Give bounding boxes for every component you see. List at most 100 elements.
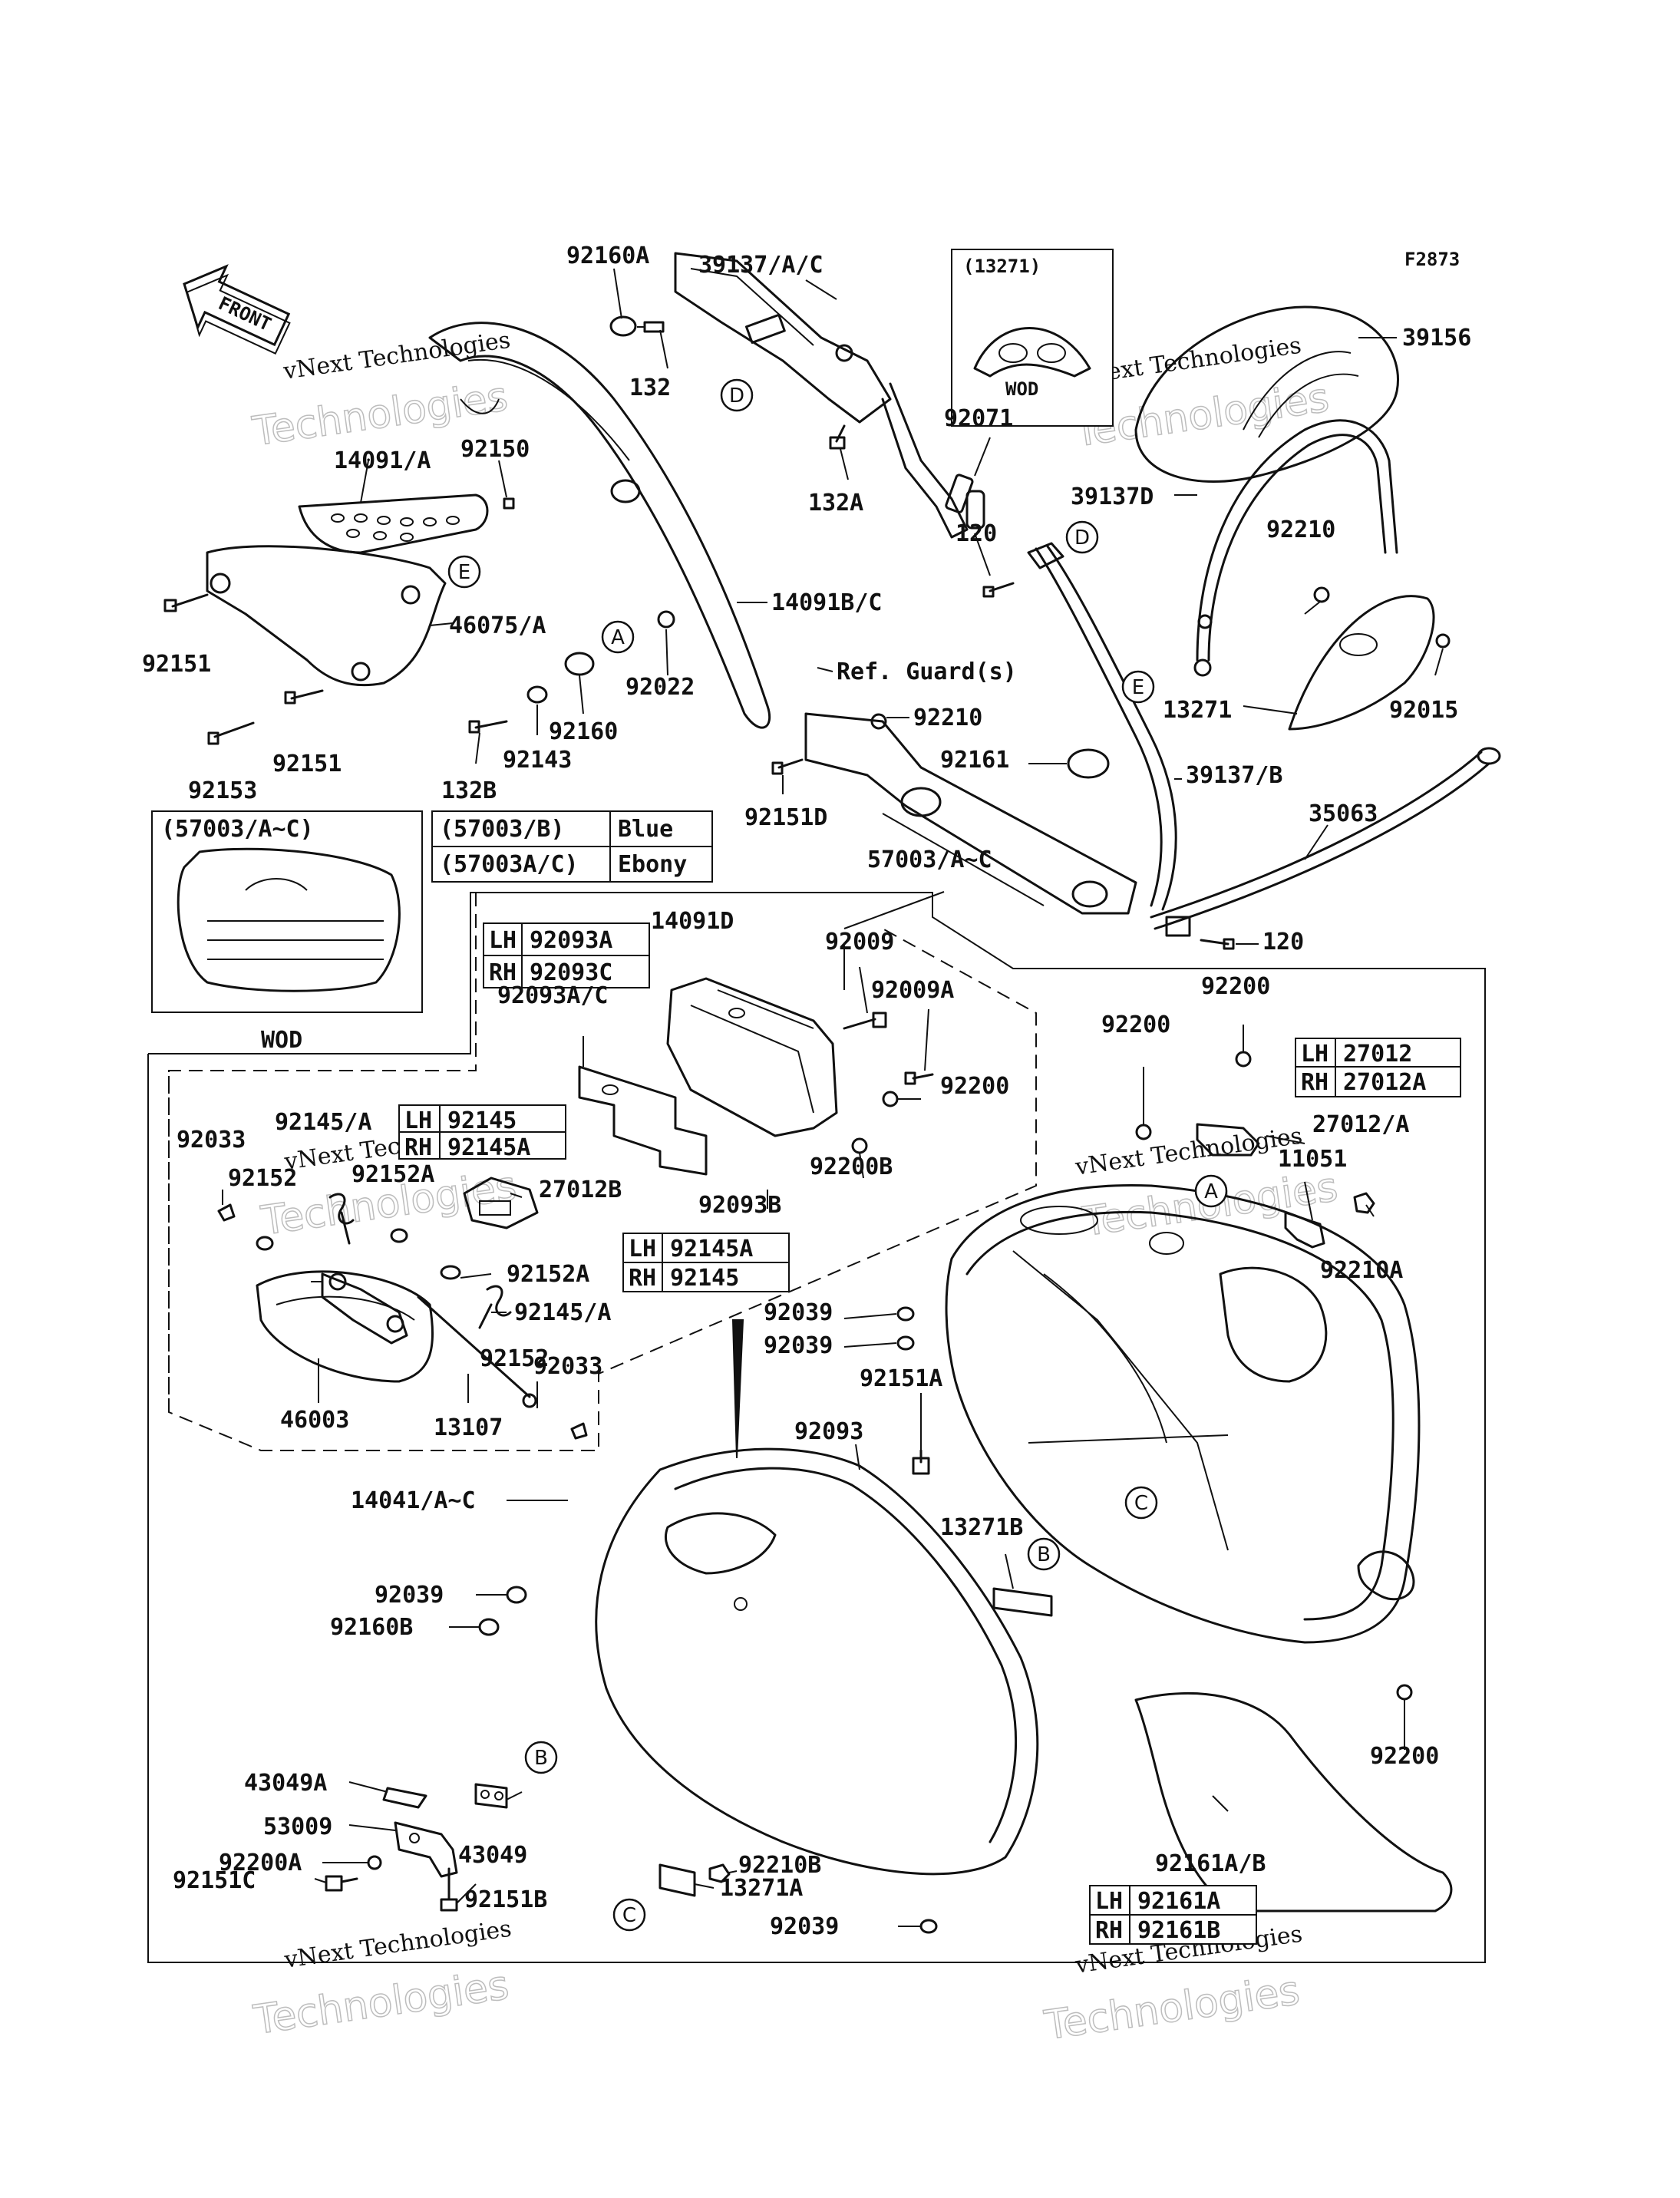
wod-57003-note: WOD	[261, 1027, 302, 1054]
svg-text:D: D	[729, 384, 744, 408]
label-92145A-top: 92145/A	[275, 1109, 371, 1136]
lhrh-27012-side-2: RH	[1301, 1069, 1328, 1096]
label-92152-b: 92152	[480, 1345, 549, 1372]
grommet-92161-icon	[1067, 748, 1110, 779]
svg-text:E: E	[458, 561, 470, 584]
collar-92152-c-icon	[522, 1393, 537, 1408]
label-92200-c: 92200	[1201, 973, 1270, 1000]
label-92151D: 92151D	[744, 804, 827, 831]
ref-circle-A-right: A	[1194, 1174, 1228, 1208]
label-92022: 92022	[625, 674, 695, 701]
label-13107: 13107	[434, 1414, 503, 1441]
wod-57003-title: (57003/A~C)	[161, 816, 314, 843]
lhrh-92093-part-2: 92093C	[530, 959, 612, 986]
bushing-92160A-icon	[609, 315, 637, 337]
washer-92200-c-icon	[1135, 1124, 1152, 1140]
label-92160A: 92160A	[566, 243, 649, 269]
figure-code: F2873	[1404, 249, 1460, 270]
label-13271: 13271	[1163, 697, 1232, 724]
label-92200-b: 92200	[1101, 1012, 1170, 1038]
watermark-text: vNext Technologies	[1073, 1123, 1304, 1181]
bracket-39137AC	[674, 252, 969, 539]
bolt-92151-a-icon	[163, 593, 209, 612]
backrest-bar-39137D	[1193, 419, 1398, 677]
bolt-92151B-icon	[440, 1867, 458, 1912]
ref-circle-B-right: B	[1027, 1537, 1061, 1571]
label-92093AC: 92093A/C	[497, 982, 609, 1009]
watermark-text-large: Technologies	[1041, 1968, 1302, 2049]
bushing-92160B-icon	[478, 1618, 500, 1636]
label-39156: 39156	[1402, 325, 1471, 351]
bolt-132B-icon	[468, 720, 508, 734]
pin-92039-d-icon	[919, 1919, 938, 1934]
ref-circle-A-top: A	[601, 620, 635, 654]
watermark-text-large: Technologies	[250, 1962, 511, 2044]
label-132A: 132A	[808, 490, 863, 516]
label-92153: 92153	[188, 777, 257, 804]
catch-27012A	[1196, 1123, 1260, 1157]
bolt-120-a-icon	[982, 582, 1015, 598]
nut-92210B-icon	[708, 1863, 731, 1883]
washer-43049A	[382, 1787, 427, 1809]
wod-13271-box: (13271) WOD	[951, 249, 1114, 427]
leader-lines	[222, 268, 1444, 1927]
dashed-group-92093	[168, 893, 1037, 1451]
lhrh-table-92145-mid: LH 92145A RH 92145	[622, 1233, 790, 1292]
ref-circle-E-right: E	[1121, 670, 1155, 704]
lhrh-92093-side-1: LH	[489, 927, 517, 954]
lhrh-92161-part-1: 92161A	[1137, 1888, 1220, 1915]
label-92161: 92161	[940, 747, 1009, 774]
pad-92161AB	[1134, 1692, 1453, 1913]
label-92152A-top: 92152A	[352, 1161, 434, 1188]
washer-92200-b-icon	[1235, 1051, 1252, 1068]
label-92200A: 92200A	[219, 1850, 302, 1876]
spring-92145A-upper	[328, 1193, 355, 1245]
label-92151-a: 92151	[142, 651, 211, 678]
svg-text:C: C	[1134, 1492, 1148, 1515]
label-14091A: 14091/A	[334, 447, 431, 474]
lhrh-92161-side-2: RH	[1095, 1917, 1123, 1944]
label-120-a: 120	[956, 520, 997, 547]
ref-circle-B-left: B	[524, 1741, 558, 1774]
ref-circle-D-right: D	[1065, 520, 1099, 554]
bolt-92009-icon	[843, 1012, 887, 1030]
lhrh-92145-top-part-1: 92145	[447, 1107, 517, 1134]
bolt-92151-b-icon	[284, 689, 324, 705]
lhrh-92145-top-part-2: 92145A	[447, 1134, 530, 1161]
svg-text:A: A	[1204, 1180, 1218, 1203]
bracket-14091D	[666, 977, 838, 1137]
label-92151A: 92151A	[860, 1365, 942, 1392]
ref-circle-E-left: E	[447, 555, 481, 589]
mount-bracket-assembly	[804, 542, 1177, 915]
label-92039-d: 92039	[770, 1913, 839, 1940]
lhrh-92093-part-1: 92093A	[530, 927, 612, 954]
rod-35063	[1150, 747, 1501, 937]
main-frame	[147, 892, 1486, 1963]
clip-92033-a-icon	[217, 1203, 236, 1222]
front-arrow-icon: FRONT	[183, 264, 291, 355]
label-92093B: 92093B	[698, 1192, 781, 1219]
bracket-11051	[1284, 1211, 1325, 1249]
label-39137AC: 39137/A/C	[698, 252, 823, 279]
lhrh-table-92145-top: LH 92145 RH 92145A	[398, 1104, 566, 1161]
label-92210-b: 92210	[913, 705, 982, 731]
label-43049A: 43049A	[244, 1770, 327, 1797]
lhrh-92093-side-2: RH	[489, 959, 517, 986]
label-92039-b: 92039	[764, 1332, 833, 1359]
wod-13271-note: WOD	[1005, 378, 1038, 400]
label-43049: 43049	[458, 1842, 527, 1869]
label-57003AC: 57003/A~C	[867, 847, 992, 873]
catch-27012B	[463, 1177, 539, 1229]
bolt-92009A-icon	[904, 1071, 934, 1085]
saddlebag-guard-14091BC	[428, 322, 771, 729]
washer-92200-a-icon	[882, 1091, 899, 1107]
label-132: 132	[629, 375, 671, 401]
lhrh-92145-top-side-1: LH	[404, 1107, 432, 1134]
svg-text:D: D	[1074, 526, 1090, 550]
label-13271A: 13271A	[720, 1875, 803, 1902]
label-92210-a: 92210	[1266, 516, 1335, 543]
lhrh-table-92093: LH 92093A RH 92093C	[483, 922, 650, 988]
bolt-92151D-icon	[771, 758, 804, 775]
bracket-46075A	[206, 545, 447, 687]
